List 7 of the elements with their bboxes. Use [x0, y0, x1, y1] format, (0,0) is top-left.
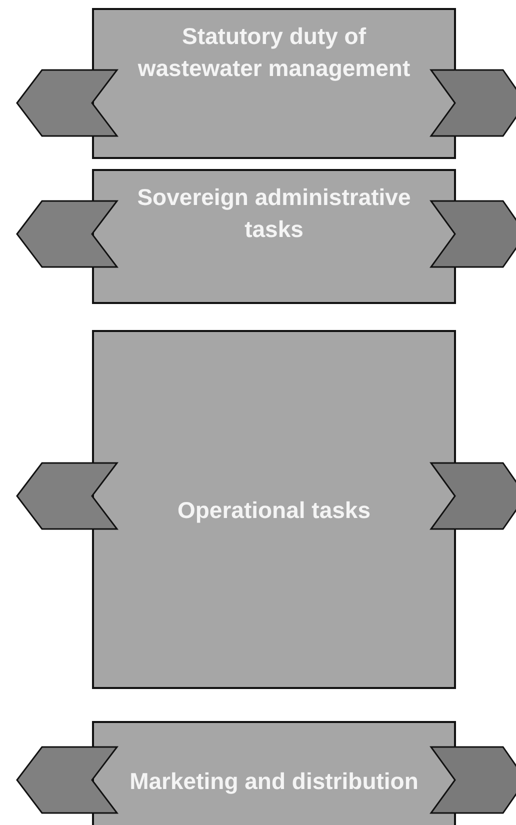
box-label: Sovereign administrative tasks: [136, 183, 412, 244]
process-box: [92, 8, 456, 159]
box-label: Marketing and distribution: [130, 767, 418, 796]
process-box: [92, 330, 456, 689]
box-label: Statutory duty of wastewater management: [136, 22, 412, 83]
process-box: [92, 169, 456, 304]
box-label: Operational tasks: [177, 496, 371, 525]
